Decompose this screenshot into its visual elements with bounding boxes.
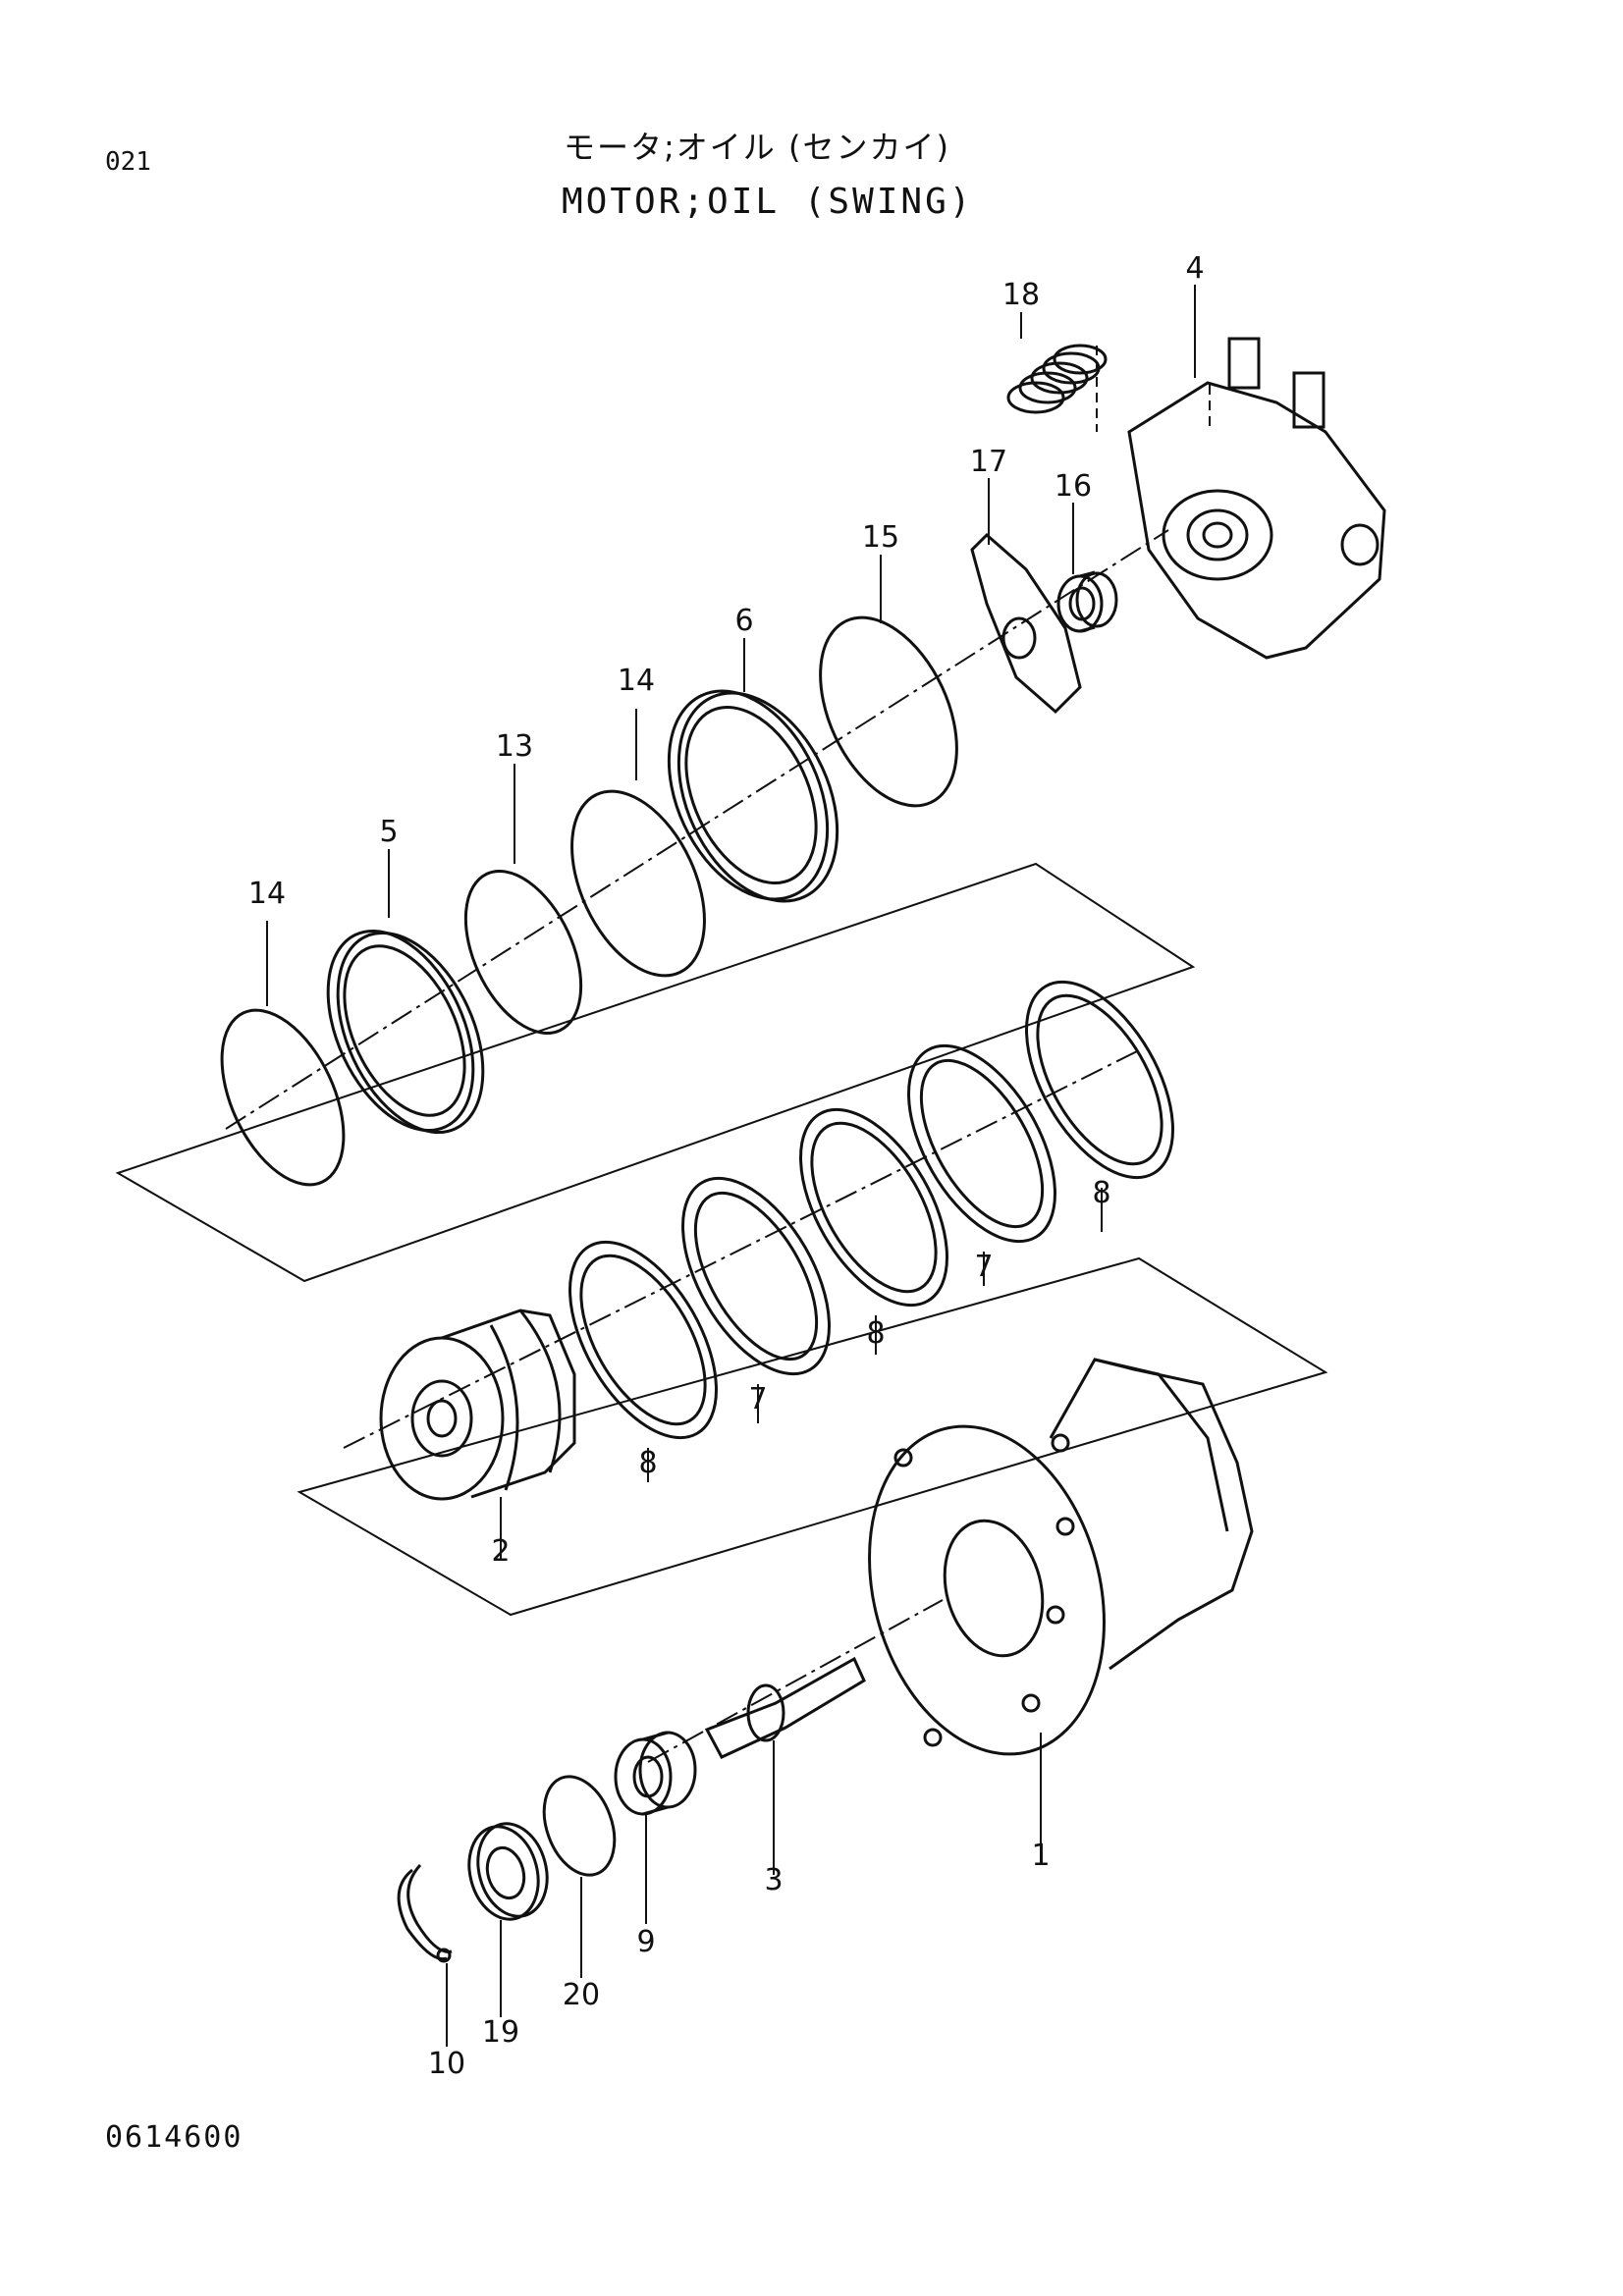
part-ring-13	[463, 869, 583, 1036]
part-separator-plate	[1025, 980, 1174, 1180]
part-seal-ring-5	[326, 929, 485, 1135]
part-o-ring-14-lower	[220, 1008, 346, 1187]
callout-10: 10	[428, 2047, 465, 2081]
callout-19: 19	[482, 2015, 519, 2050]
callout-9: 9	[636, 1925, 655, 1959]
callout-7-left: 7	[748, 1382, 767, 1416]
callout-15: 15	[862, 520, 899, 555]
part-o-ring-14-upper	[570, 789, 706, 978]
part-valve-cover	[1127, 337, 1386, 660]
callout-8-right: 8	[1092, 1176, 1110, 1210]
part-housing	[868, 1358, 1254, 1756]
callout-3: 3	[764, 1863, 783, 1897]
callout-14-upper: 14	[618, 664, 655, 698]
part-separator-plate	[799, 1107, 948, 1308]
part-separator-plate	[568, 1240, 718, 1440]
part-ring-6	[667, 689, 839, 903]
part-spring	[1006, 344, 1108, 432]
callout-14-lower: 14	[248, 877, 286, 911]
part-snap-ring	[397, 1863, 453, 1963]
callout-17: 17	[970, 445, 1007, 479]
part-friction-disc	[681, 1176, 831, 1376]
part-bearing	[614, 1731, 697, 1816]
part-valve-plate	[970, 532, 1082, 715]
part-o-ring-20	[542, 1775, 617, 1877]
part-bearing-small	[1056, 570, 1118, 633]
callout-8-middle: 8	[866, 1316, 885, 1351]
part-drive-shaft	[647, 1599, 944, 1763]
callout-4: 4	[1185, 251, 1204, 286]
callout-6: 6	[734, 604, 753, 638]
callout-16: 16	[1055, 469, 1092, 504]
callout-1: 1	[1031, 1839, 1050, 1873]
part-friction-disc	[907, 1043, 1056, 1244]
page-number: 021	[105, 147, 151, 177]
callout-5: 5	[379, 815, 398, 849]
part-o-ring-15	[819, 615, 958, 808]
callout-18: 18	[1002, 278, 1040, 312]
callout-13: 13	[496, 729, 533, 764]
page-title-japanese: モータ;オイル (センカイ)	[564, 129, 950, 166]
callout-20: 20	[563, 1978, 600, 2012]
callout-7-right: 7	[974, 1250, 993, 1284]
page-title: MOTOR;OIL (SWING)	[562, 182, 974, 222]
callout-2: 2	[491, 1534, 510, 1569]
drawing-number: 0614600	[105, 2120, 243, 2155]
part-oil-seal	[467, 1822, 549, 1921]
part-cylinder-block	[379, 1308, 576, 1501]
callout-8-left: 8	[638, 1446, 657, 1480]
